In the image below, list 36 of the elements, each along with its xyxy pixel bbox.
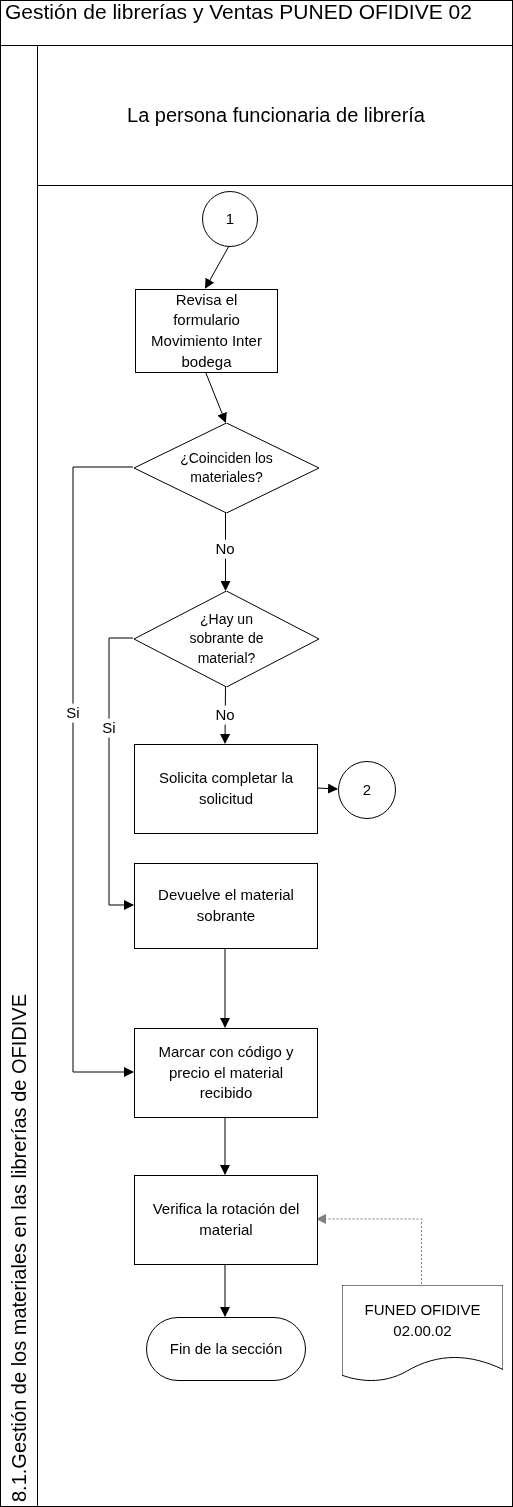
arrow <box>220 947 230 1028</box>
edge-label: Si <box>101 718 117 738</box>
process-box <box>134 863 318 949</box>
lane-label: 8.1.Gestión de los materiales en las librerías de OFIDIVE <box>9 994 29 1502</box>
arrow <box>205 371 227 423</box>
arrow <box>316 783 338 794</box>
process-box <box>134 1028 318 1118</box>
node-label: La persona funcionaria de librería <box>127 102 425 128</box>
node-label: Fin de la sección <box>169 1338 283 1359</box>
arrow <box>316 1214 422 1285</box>
swimlane <box>0 45 513 1507</box>
document-shape <box>342 1285 503 1381</box>
arrow <box>108 637 134 910</box>
diagram-title: Gestión de librerías y Ventas PUNED OFIDIVE 02 <box>5 1 473 23</box>
node-label: Verifica la rotación del material <box>151 1199 301 1240</box>
node-label: 1 <box>225 208 235 229</box>
node-label: Marcar con código y precio el material recibido <box>157 1042 295 1104</box>
edge-label: No <box>214 539 236 559</box>
process-box <box>135 289 278 373</box>
decision-diamond <box>134 591 319 687</box>
process-box <box>134 744 318 834</box>
node-label: 2 <box>362 779 372 800</box>
arrow <box>72 466 134 1077</box>
decision-diamond <box>134 423 319 513</box>
process-box <box>134 1175 318 1265</box>
node-label: Devuelve el material sobrante <box>157 885 295 926</box>
edge-label: No <box>214 705 236 725</box>
node-label: FUNED OFIDIVE 02.00.02 <box>363 1300 482 1341</box>
node-label: Revisa el formulario Movimiento Inter bodega <box>150 289 263 372</box>
arrow <box>220 1116 230 1175</box>
arrow <box>220 1263 230 1317</box>
node-label: ¿Coinciden los materiales? <box>179 448 274 487</box>
arrow <box>205 245 230 289</box>
node-label: ¿Hay un sobrante de material? <box>188 610 265 668</box>
edge-label: Si <box>65 703 81 723</box>
node-label: Solicita completar la solicitud <box>157 768 295 809</box>
